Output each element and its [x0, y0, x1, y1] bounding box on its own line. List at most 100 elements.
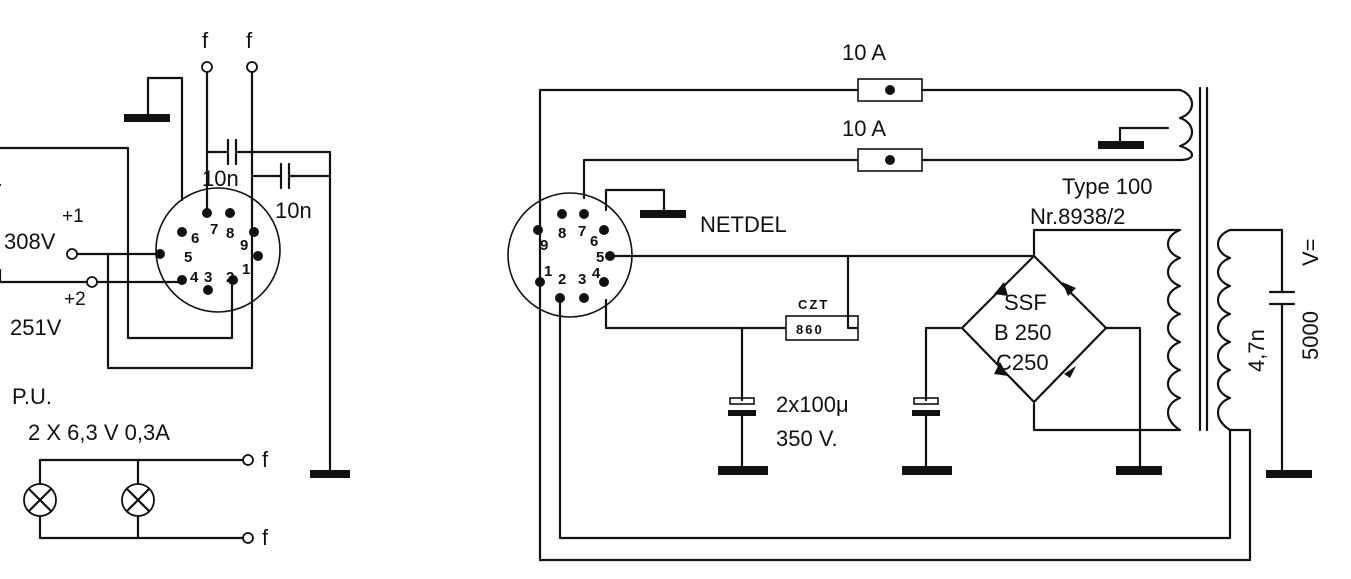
fuse2-label: 10 A	[842, 116, 886, 141]
cap-out-value: 4,7n	[1244, 329, 1269, 372]
outer-wire-1	[0, 146, 234, 340]
cap-out-voltage: 5000	[1298, 311, 1323, 360]
cap-main-top-plate	[729, 397, 755, 405]
diode-4	[1064, 366, 1076, 378]
diode-1	[1062, 282, 1076, 296]
terminal-f2-label: f	[246, 28, 253, 53]
pin-8	[225, 208, 235, 218]
lamp-term1-label: f	[262, 447, 269, 472]
ground-symbol-5	[640, 210, 686, 218]
rpin-4	[599, 277, 609, 287]
pin-1	[253, 251, 263, 261]
pin-4	[177, 275, 187, 285]
pin-6	[177, 227, 187, 237]
czt-resistor	[785, 315, 859, 341]
rpin-label-8: 8	[558, 225, 566, 242]
fuse-1	[857, 78, 923, 102]
v1-value: 308V	[4, 229, 56, 254]
lamp-term2-label: f	[262, 525, 269, 550]
right-circuit: 10 A 10 A Type 100 Nr.8938/2 4,7n 5000 V…	[507, 40, 1323, 562]
bottom-return-1	[538, 280, 1252, 562]
lamp-terminal-2	[242, 532, 254, 544]
transformer-nr: Nr.8938/2	[1030, 204, 1125, 229]
bridge-rectifier	[960, 254, 1108, 404]
rpin-7	[579, 209, 589, 219]
cap-second-bottom-plate	[912, 410, 940, 416]
cap2-symbol	[279, 162, 291, 190]
rpin-label-1: 1	[544, 263, 552, 280]
lamp-spec: 2 X 6,3 V 0,3A	[28, 420, 170, 445]
fuse-2	[857, 148, 923, 172]
rpin-label-7: 7	[578, 223, 586, 240]
fuse2-dot	[885, 155, 895, 165]
left-circuit: f f 10n 10n 6 7 8 9 5 1 4 3 2	[0, 28, 350, 550]
transformer-type: Type 100	[1062, 174, 1153, 199]
cap-main-bottom-plate	[728, 410, 756, 416]
cap2-label: 10n	[275, 198, 312, 223]
ground-symbol-2	[310, 470, 350, 478]
v2-outer-wire	[0, 268, 90, 284]
diode-2	[994, 282, 1008, 296]
ground-symbol-4	[1266, 470, 1312, 478]
rect-line-3: C250	[996, 350, 1049, 375]
pin-label-6: 6	[191, 230, 199, 247]
v1-terminal	[66, 248, 78, 260]
cap-second-wire	[924, 326, 962, 470]
pin-3	[203, 285, 213, 295]
ground-symbol-6	[718, 466, 768, 475]
netdel-ground-lead	[604, 188, 666, 214]
pin-label-1: 1	[242, 261, 250, 278]
lamp-terminal-1	[242, 454, 254, 466]
rpin-label-2: 2	[558, 271, 566, 288]
czt-drop	[846, 254, 860, 330]
rpin-9	[533, 225, 543, 235]
lamp-2	[121, 483, 155, 517]
rect-output-wire	[1104, 326, 1142, 470]
cap-main-value: 2x100μ	[776, 392, 849, 417]
v1-sign: +1	[62, 206, 84, 227]
cap1-symbol	[226, 138, 238, 166]
ground-symbol-8	[1116, 466, 1162, 475]
cap-second-top-plate	[913, 397, 939, 405]
v2-terminal	[86, 276, 98, 288]
cap-main-voltage: 350 V.	[776, 426, 838, 451]
left-tube-socket	[155, 187, 281, 313]
fuse1-label: 10 A	[842, 40, 886, 65]
output-winding	[1216, 228, 1284, 562]
rpin-6	[599, 225, 609, 235]
cap1-wire	[205, 150, 332, 472]
ground-lead	[146, 76, 184, 116]
pin-label-7: 7	[210, 221, 218, 238]
terminal-f1	[201, 61, 213, 73]
ground-symbol	[124, 114, 170, 122]
rpin-label-9: 9	[540, 237, 548, 254]
pu-label: P.U.	[12, 384, 52, 409]
pin-9	[249, 227, 259, 237]
cap1-label: 10n	[202, 166, 239, 191]
pin-label-8: 8	[226, 225, 234, 242]
terminal-f1-label: f	[202, 28, 209, 53]
transformer-core	[1198, 86, 1209, 432]
cap-out-type: V=	[1298, 238, 1323, 266]
rpin-3	[579, 293, 589, 303]
v2-sign: +2	[64, 289, 86, 310]
pin-label-5: 5	[184, 249, 192, 266]
primary-winding	[1178, 88, 1194, 162]
pin-label-3: 3	[204, 269, 212, 286]
fuse2-wire	[582, 158, 1182, 200]
rpin-label-5: 5	[596, 249, 604, 266]
f2-wire	[106, 70, 254, 370]
diode-3	[994, 362, 1008, 376]
lamp-1	[23, 483, 57, 517]
pin-7	[202, 208, 212, 218]
pin-label-9: 9	[240, 237, 248, 254]
pin-label-4: 4	[190, 269, 199, 286]
pin-label-2: 2	[226, 269, 234, 286]
ground-symbol-3	[1098, 141, 1144, 149]
czt-top-label: CZT	[798, 297, 829, 312]
rect-line-2: B 250	[994, 320, 1052, 345]
bottom-return-2	[558, 296, 1232, 540]
czt-bottom-label: 860	[796, 322, 824, 337]
rpin-label-6: 6	[590, 233, 598, 250]
